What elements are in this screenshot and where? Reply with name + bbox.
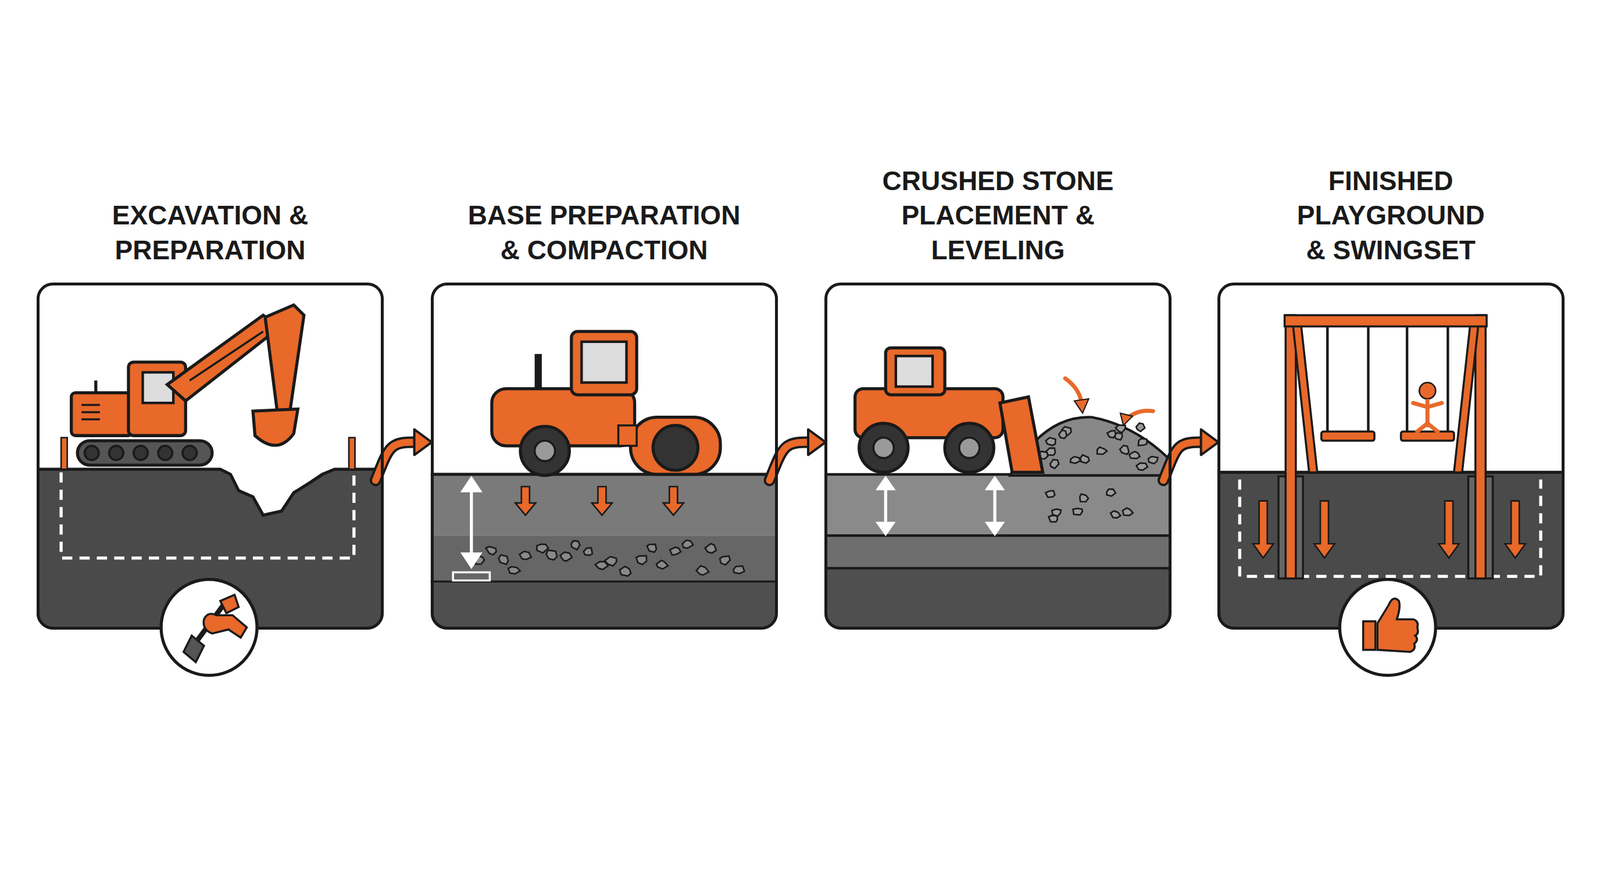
stage-heading: EXCAVATION & PREPARATION [47,198,374,269]
rock [733,566,745,574]
stage-heading: FINISHED PLAYGROUND & SWINGSET [1288,163,1493,269]
rock [1129,451,1140,459]
rock [1097,447,1107,455]
rock [1138,438,1148,446]
shovel-icon [161,579,257,676]
thumbs-up-icon [1339,579,1436,676]
rock [669,547,681,555]
rock [498,555,509,565]
rock [1119,445,1130,455]
stage-panel: FINISHED PLAYGROUND & SWINGSET [1217,282,1565,630]
stage-heading: BASE PREPARATION & COMPACTION [458,198,750,269]
rock [656,560,669,570]
rock [1050,459,1059,469]
stage-panel: BASE PREPARATION & COMPACTION [430,282,778,630]
rock [583,547,593,556]
rock [545,550,557,560]
rock [647,544,657,553]
flow-arrow [769,429,826,481]
rock [508,566,521,574]
rock [1136,462,1148,470]
rock [1051,509,1061,517]
rock [1079,494,1089,502]
rock [1045,437,1056,446]
rock [1073,508,1083,516]
stage-panel: EXCAVATION & PREPARATION [36,282,384,630]
rock [1106,488,1116,496]
rock [636,555,647,565]
rock [1070,456,1081,464]
rock [1122,508,1134,516]
rock [1115,425,1126,433]
rock [682,540,694,549]
rock [1048,515,1058,523]
rock [1106,430,1116,438]
rock [519,551,532,560]
rock [1080,454,1089,463]
flow-arrow [1163,429,1219,481]
rock [696,565,710,575]
rock [705,543,717,553]
rock [619,566,631,576]
stage-panel: CRUSHED STONE PLACEMENT & LEVELING [824,282,1172,630]
rock [1148,456,1158,464]
rock [570,540,580,550]
rock [1045,490,1055,498]
flow-arrow [375,429,432,481]
rock [604,556,617,566]
rock [719,555,731,565]
excavation-scene [36,305,384,630]
compaction-scene [430,331,778,630]
rock [1136,423,1145,432]
rock [1110,511,1121,519]
playground-scene [1217,315,1565,630]
rock [559,552,572,562]
stage-heading: CRUSHED STONE PLACEMENT & LEVELING [852,163,1144,269]
stone-placement-scene [824,347,1172,630]
rock [486,546,497,555]
rock [1058,430,1067,439]
